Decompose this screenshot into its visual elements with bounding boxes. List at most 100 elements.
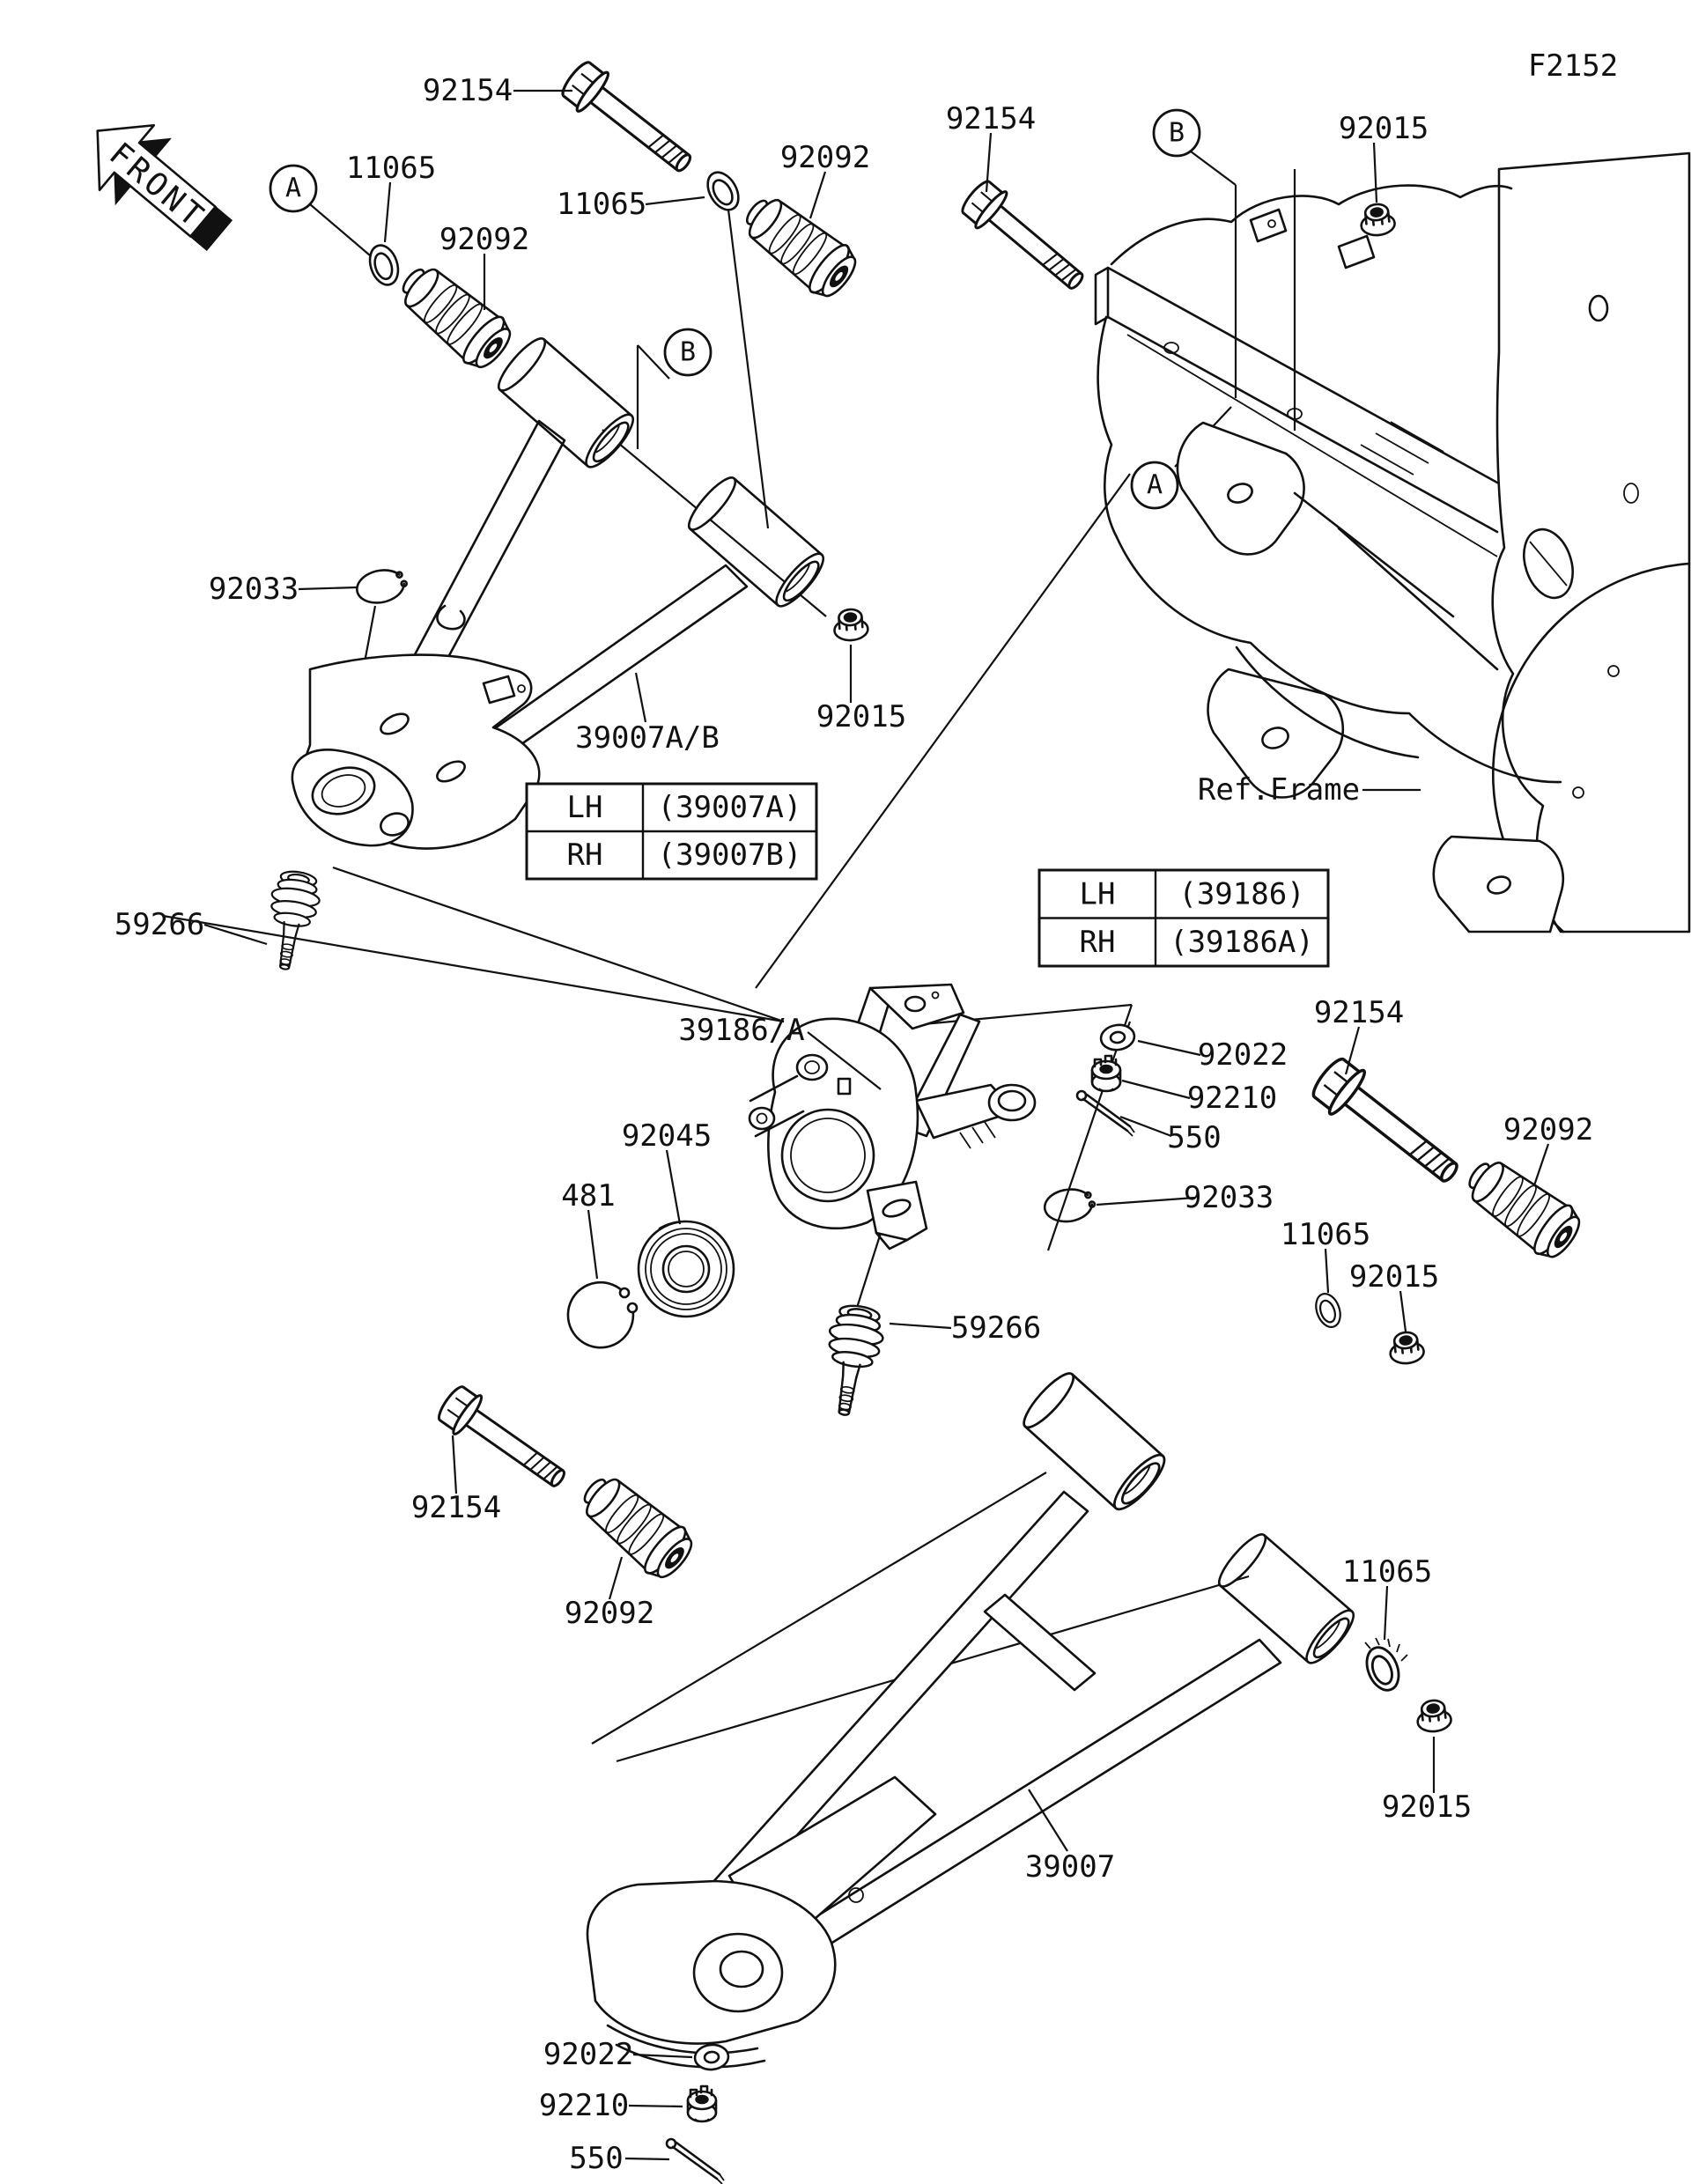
castle-nut-92210-knuckle bbox=[1090, 1054, 1122, 1093]
pointer-line bbox=[637, 344, 670, 380]
callout-leader bbox=[1119, 1115, 1172, 1138]
callout-leader bbox=[1028, 1789, 1068, 1852]
pointer-line bbox=[854, 1232, 882, 1311]
balloon-a-frame-circle bbox=[1130, 461, 1179, 510]
part-number-label: 39186/A bbox=[678, 1013, 804, 1048]
table-39186-part-cell: (39186) bbox=[1178, 876, 1304, 911]
part-number-label: 59266 bbox=[951, 1310, 1041, 1346]
nut-92015-lower bbox=[1414, 1697, 1454, 1735]
callout-leader bbox=[1121, 1079, 1191, 1100]
callout-leader bbox=[608, 1556, 624, 1600]
part-number-label: 92022 bbox=[1198, 1037, 1288, 1073]
callout-leader bbox=[889, 1322, 952, 1330]
table-39007-part-cell: (39007A) bbox=[658, 790, 802, 825]
part-number-label: 11065 bbox=[557, 187, 646, 222]
cotter-pin-550-knuckle bbox=[1075, 1089, 1136, 1138]
washer-11065-lower-rear bbox=[1359, 1637, 1408, 1697]
bushing-92092-upper-rear bbox=[733, 184, 866, 306]
nut-92015-frame bbox=[1358, 201, 1398, 239]
bolt-92154-lower-front bbox=[432, 1379, 576, 1502]
table-39186-side-cell: RH bbox=[1080, 925, 1116, 960]
washer-92022-knuckle bbox=[1097, 1022, 1138, 1053]
part-number-label: 11065 bbox=[346, 151, 436, 186]
balloon-b-upper-circle bbox=[663, 328, 713, 377]
snap-ring-92033-knuckle bbox=[1041, 1184, 1098, 1226]
bolt-92154-lower-rear bbox=[1304, 1051, 1472, 1199]
pointer-line bbox=[591, 1472, 1047, 1745]
washer-11065-upper-front bbox=[364, 240, 404, 290]
table-39186-part-cell: (39186A) bbox=[1170, 925, 1314, 960]
callout-leader bbox=[1383, 1585, 1389, 1641]
callout-leader bbox=[985, 132, 993, 193]
part-number-label: 550 bbox=[569, 2141, 623, 2176]
callout-leader bbox=[628, 2104, 683, 2108]
ball-joint-59266-upper bbox=[259, 867, 325, 974]
callout-leader bbox=[1532, 1143, 1550, 1186]
part-number-label: 39007 bbox=[1025, 1849, 1115, 1885]
part-number-label: 481 bbox=[561, 1178, 615, 1214]
callout-leader bbox=[1399, 1290, 1407, 1332]
callout-leader bbox=[632, 2053, 693, 2059]
bushing-92092-lower-front bbox=[570, 1464, 702, 1588]
bolt-92154-upper-rear bbox=[955, 174, 1096, 303]
bolt-92154-upper-front bbox=[555, 55, 704, 187]
washer-11065-lower-mid bbox=[1311, 1289, 1346, 1332]
callout-leader bbox=[807, 1031, 882, 1090]
part-number-label: 92154 bbox=[946, 101, 1036, 136]
bushing-92092-lower-rear bbox=[1456, 1147, 1589, 1267]
pointer-line bbox=[1190, 151, 1237, 186]
part-number-label: 39007A/B bbox=[575, 720, 720, 756]
part-number-label: 92045 bbox=[622, 1118, 712, 1154]
callout-leader bbox=[645, 196, 705, 206]
part-number-label: 92015 bbox=[816, 699, 906, 734]
bearing-92045 bbox=[637, 1220, 735, 1318]
part-number-label: 92092 bbox=[1503, 1112, 1593, 1147]
part-number-label: 92092 bbox=[565, 1596, 654, 1631]
table-39007-part-cell: (39007B) bbox=[658, 837, 802, 873]
snap-ring-92033-upper bbox=[352, 564, 411, 609]
balloon-b-frame-label: B bbox=[1169, 118, 1185, 149]
balloon-a-frame-label: A bbox=[1147, 470, 1163, 501]
table-39186-side-cell: LH bbox=[1080, 876, 1116, 911]
callout-leader bbox=[1137, 1039, 1201, 1057]
upper-control-arm-art bbox=[291, 331, 831, 850]
pointer-line bbox=[726, 202, 770, 529]
pointer-line bbox=[755, 473, 1131, 989]
lower-control-arm-art bbox=[586, 1366, 1362, 2069]
part-number-label: 92033 bbox=[1184, 1180, 1274, 1215]
table-39007-side-cell: LH bbox=[567, 790, 603, 825]
pointer-line bbox=[162, 914, 785, 1023]
callout-leader bbox=[665, 1149, 682, 1225]
part-number-label: 550 bbox=[1167, 1120, 1221, 1155]
part-number-label: 92154 bbox=[1314, 995, 1404, 1030]
balloon-b-frame-circle bbox=[1152, 108, 1201, 158]
cotter-pin-550-lower bbox=[665, 2137, 726, 2184]
callout-leader bbox=[624, 2157, 670, 2161]
callout-leader bbox=[451, 1435, 458, 1494]
part-number-label: 11065 bbox=[1342, 1554, 1432, 1590]
callout-leader bbox=[298, 586, 358, 591]
callout-leader bbox=[634, 672, 647, 723]
part-number-label: 92015 bbox=[1382, 1789, 1472, 1825]
circlip-481 bbox=[566, 1280, 639, 1349]
balloon-a-upper-circle bbox=[269, 164, 318, 213]
callout-leader bbox=[1096, 1196, 1196, 1206]
ball-joint-59266-lower bbox=[816, 1301, 889, 1420]
callout-leader bbox=[383, 181, 392, 243]
part-number-label: 92022 bbox=[543, 2037, 633, 2072]
reference-frame-art bbox=[1094, 151, 1691, 933]
nut-92015-mid bbox=[1387, 1329, 1427, 1367]
part-number-label: 92033 bbox=[209, 572, 299, 607]
part-number-label: 92154 bbox=[411, 1490, 501, 1525]
callout-leader bbox=[1344, 1026, 1361, 1075]
washer-11065-upper-rear bbox=[700, 166, 746, 217]
part-number-label: 92015 bbox=[1339, 111, 1429, 146]
part-number-label: 92015 bbox=[1349, 1259, 1439, 1295]
balloon-a-upper-label: A bbox=[285, 173, 301, 204]
part-number-label: 11065 bbox=[1281, 1217, 1370, 1252]
nut-92015-upper bbox=[831, 607, 870, 643]
pointer-line bbox=[332, 866, 785, 1023]
pointer-line bbox=[309, 203, 371, 256]
